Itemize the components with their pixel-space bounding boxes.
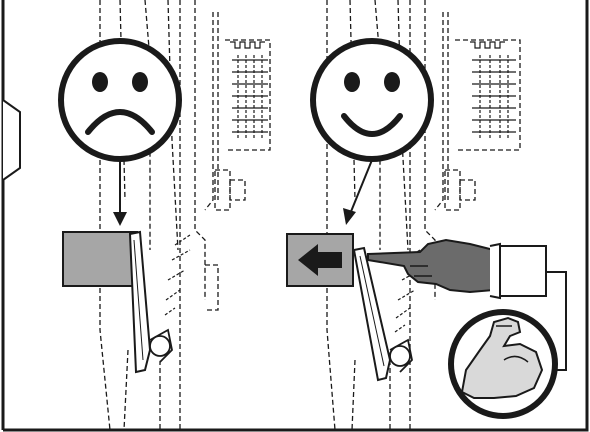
right-connector-block bbox=[470, 41, 516, 140]
left-release-lever bbox=[128, 230, 191, 374]
left-scene-background bbox=[99, 0, 271, 431]
arrow-left-icon bbox=[298, 244, 342, 276]
sad-face-icon bbox=[58, 38, 182, 162]
left-release-panel bbox=[62, 231, 138, 287]
happy-face-icon bbox=[310, 38, 434, 162]
pointing-hand-icon bbox=[367, 238, 547, 300]
diagonal-arrow-icon bbox=[343, 159, 373, 225]
left-connector-block bbox=[230, 41, 268, 140]
flexed-bicep-icon bbox=[448, 309, 558, 419]
down-arrow-icon bbox=[113, 160, 127, 226]
